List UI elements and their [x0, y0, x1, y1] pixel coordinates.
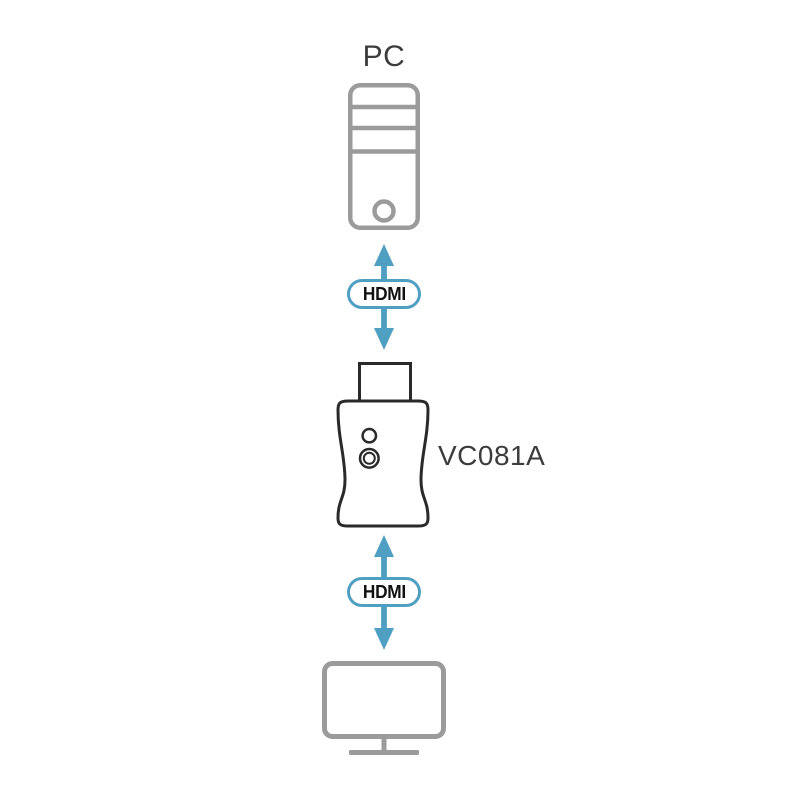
- monitor-icon: [322, 661, 446, 755]
- hdmi-badge-bottom-label: HDMI: [362, 581, 406, 602]
- pc-tower-icon: [348, 83, 420, 230]
- hdmi-dongle-icon: [336, 362, 430, 528]
- hdmi-badge-top-label: HDMI: [362, 283, 406, 304]
- hdmi-badge-top: HDMI: [347, 279, 421, 309]
- pc-label: PC: [362, 40, 406, 73]
- hdmi-badge-bottom: HDMI: [347, 577, 421, 607]
- device-model-label: VC081A: [438, 440, 546, 471]
